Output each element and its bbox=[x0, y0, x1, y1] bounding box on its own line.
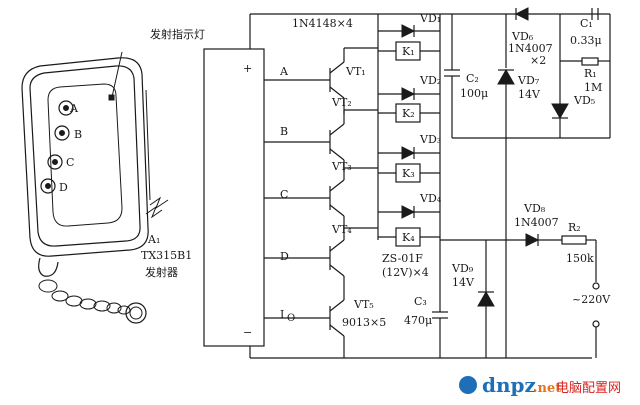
c1-value: 0.33μ bbox=[570, 34, 602, 47]
k2-label: K₂ bbox=[402, 107, 415, 120]
k1-label: K₁ bbox=[402, 45, 415, 58]
vd8-label: VD₈ bbox=[523, 202, 546, 215]
resistor-r1 bbox=[559, 14, 611, 138]
button-b-label: B bbox=[74, 128, 82, 141]
transmitter-id: A₁ bbox=[147, 233, 160, 246]
vd9-value: 14V bbox=[452, 276, 475, 289]
resistor-r2 bbox=[561, 235, 600, 358]
remote-button-d[interactable] bbox=[40, 178, 56, 194]
vt-type: 9013×5 bbox=[342, 316, 386, 329]
c3-value: 470μ bbox=[404, 314, 432, 327]
mains-label: ~220V bbox=[572, 293, 611, 306]
keychain bbox=[38, 279, 147, 324]
vd1-label: VD₁ bbox=[419, 12, 441, 25]
k4-label: K₄ bbox=[402, 231, 415, 244]
r1-label: R₁ bbox=[584, 67, 597, 80]
transmitter-remote bbox=[21, 51, 169, 324]
vd6-label: VD₆ bbox=[511, 30, 534, 43]
button-a-label: A bbox=[69, 102, 79, 115]
input-b-label: B bbox=[280, 125, 288, 138]
remote-button-a[interactable] bbox=[58, 100, 74, 116]
capacitor-c3 bbox=[432, 240, 448, 358]
watermark-brand: dnpz bbox=[482, 373, 536, 397]
relay-k3 bbox=[344, 163, 440, 183]
relay-k1 bbox=[344, 41, 440, 61]
diodes-top-label: 1N4148×4 bbox=[292, 17, 353, 30]
input-c-label: C bbox=[280, 188, 288, 201]
vd4-label: VD₄ bbox=[419, 192, 442, 205]
transmitter-model: TX315B1 bbox=[141, 249, 192, 262]
receiver-module bbox=[203, 48, 265, 347]
button-c-label: C bbox=[66, 156, 74, 169]
zener-vd7 bbox=[497, 14, 515, 358]
capacitor-c2 bbox=[444, 14, 506, 139]
module-plus: + bbox=[243, 62, 252, 75]
k3-label: K₃ bbox=[402, 167, 415, 180]
zener-vd9 bbox=[477, 240, 495, 358]
input-a-label: A bbox=[279, 65, 289, 78]
indicator-lamp bbox=[108, 94, 115, 101]
vd9-label: VD₉ bbox=[451, 262, 474, 275]
radio-wave-icon bbox=[149, 196, 169, 210]
relay-model: ZS-01F bbox=[382, 252, 423, 265]
diode-vd8 bbox=[440, 233, 562, 247]
r2-value: 150k bbox=[566, 252, 594, 265]
transistor-stages bbox=[264, 48, 345, 358]
vd5-label: VD₅ bbox=[573, 94, 595, 107]
c2-label: C₂ bbox=[466, 72, 479, 85]
diode-vd6 bbox=[514, 7, 529, 21]
indicator-label: 发射指示灯 bbox=[150, 27, 205, 41]
module-minus: − bbox=[243, 326, 252, 339]
c1-label: C₁ bbox=[580, 17, 593, 30]
remote-button-c[interactable] bbox=[47, 154, 63, 170]
flyback-diodes bbox=[378, 24, 440, 219]
input-d-label: D bbox=[280, 250, 289, 263]
vd7-label: VD₇ bbox=[517, 74, 540, 87]
vd6-model: 1N4007 bbox=[508, 42, 553, 55]
vt3-label: VT₃ bbox=[331, 160, 352, 173]
button-d-label: D bbox=[59, 181, 68, 194]
relay-k2 bbox=[344, 103, 440, 123]
vd8-model: 1N4007 bbox=[514, 216, 559, 229]
relay-k4 bbox=[344, 227, 440, 247]
vd2-label: VD₂ bbox=[419, 74, 441, 87]
mains-terminal-top bbox=[592, 282, 600, 290]
remote-button-b[interactable] bbox=[54, 125, 70, 141]
watermark-tld: .net bbox=[533, 381, 561, 396]
watermark-site-name: 电脑配置网 bbox=[556, 381, 621, 396]
capacitor-c1 bbox=[591, 8, 599, 20]
vd7-value: 14V bbox=[518, 88, 541, 101]
mains-terminal-bottom bbox=[592, 320, 600, 328]
diode-vd5 bbox=[506, 103, 610, 139]
r1-value: 1M bbox=[584, 81, 602, 94]
vt1-label: VT₁ bbox=[345, 65, 366, 78]
r2-label: R₂ bbox=[568, 221, 581, 234]
c3-label: C₃ bbox=[414, 295, 427, 308]
relay-spec: (12V)×4 bbox=[382, 266, 429, 279]
input-io-label: I bbox=[280, 308, 284, 321]
vt5-label: VT₅ bbox=[353, 298, 374, 311]
site-watermark: dnpz .net 电脑配置网 bbox=[459, 373, 621, 397]
watermark-logo-icon bbox=[459, 376, 477, 394]
vt2-label: VT₂ bbox=[331, 96, 352, 109]
vt4-label: VT₄ bbox=[331, 223, 352, 236]
c2-value: 100μ bbox=[460, 87, 488, 100]
vd6-qty: ×2 bbox=[530, 54, 546, 67]
transmitter-name: 发射器 bbox=[145, 265, 178, 279]
vd3-label: VD₃ bbox=[419, 133, 441, 146]
